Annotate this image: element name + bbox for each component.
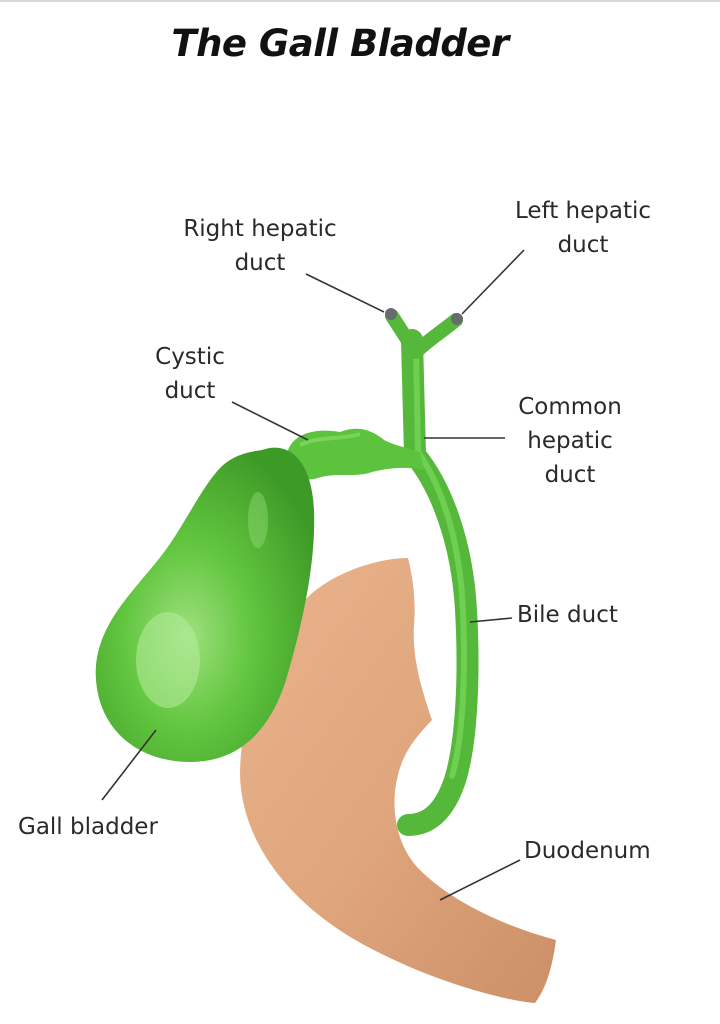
label-common-hepatic-duct: Common hepatic duct xyxy=(518,394,622,488)
label-gall-bladder: Gall bladder xyxy=(18,814,158,840)
leader-duodenum xyxy=(439,859,521,901)
leader-right-hepatic xyxy=(305,273,385,313)
label-left-hepatic-duct: Left hepatic duct xyxy=(514,198,652,258)
label-cystic-duct: Cystic duct xyxy=(155,344,225,404)
label-bile-duct: Bile duct xyxy=(517,602,618,628)
right-hepatic-duct-end xyxy=(385,308,397,320)
duodenum-shape xyxy=(240,558,556,1003)
page-title: The Gall Bladder xyxy=(171,22,509,65)
top-rule xyxy=(0,0,720,2)
label-duodenum: Duodenum xyxy=(524,838,651,864)
left-hepatic-duct-end xyxy=(451,313,463,325)
cystic-duct-shape xyxy=(288,428,424,480)
leader-cystic xyxy=(231,401,309,441)
leader-bile-duct xyxy=(469,617,513,623)
leader-left-hepatic xyxy=(461,249,525,315)
label-right-hepatic-duct: Right hepatic duct xyxy=(183,216,337,276)
right-hepatic-duct-shape xyxy=(385,309,421,357)
leader-gall-bladder xyxy=(101,729,157,801)
